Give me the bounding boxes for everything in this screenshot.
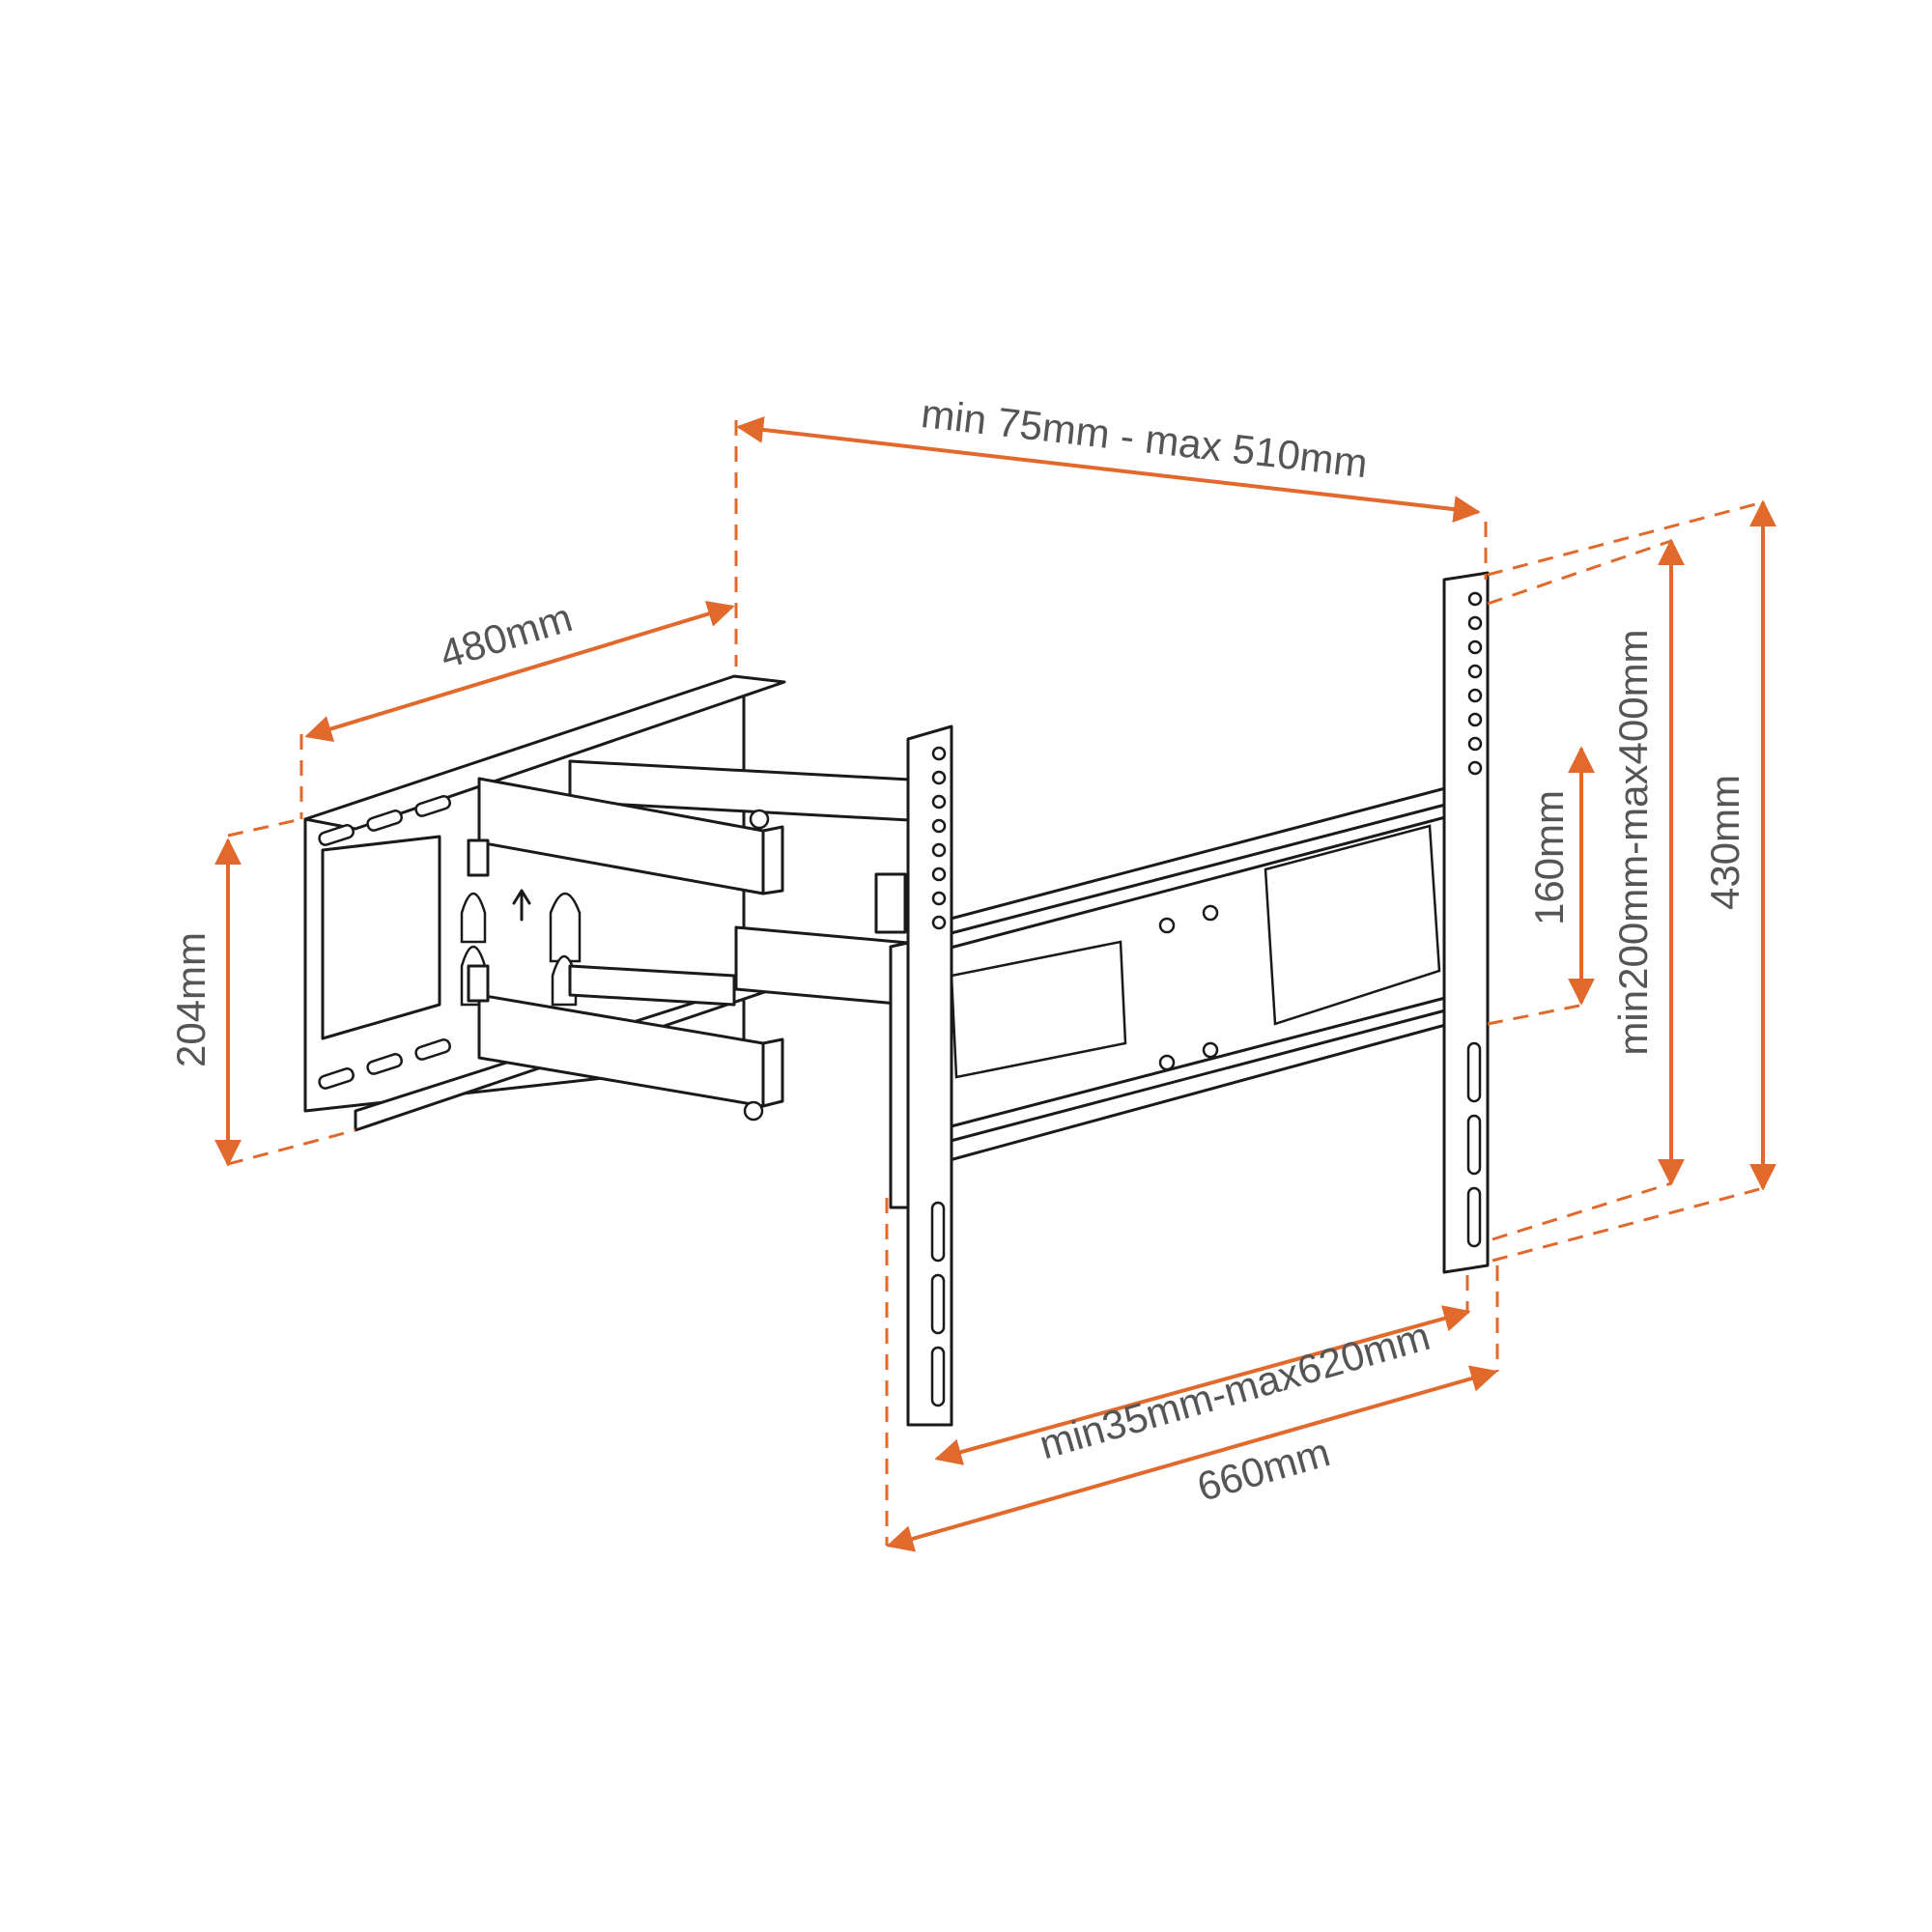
label-arm-length: 480mm bbox=[435, 594, 578, 677]
up-arrow-icon bbox=[512, 889, 531, 922]
dimension-lines bbox=[214, 415, 1776, 1552]
label-wall-plate-height: 204mm bbox=[168, 932, 213, 1067]
wall-plate-cutout bbox=[321, 835, 441, 1040]
right-strap-holes bbox=[1466, 591, 1483, 1248]
label-vesa-range: min200mm-max400mm bbox=[1610, 629, 1656, 1055]
label-total-height: 430mm bbox=[1702, 775, 1747, 910]
tv-bracket bbox=[889, 571, 1490, 1427]
articulating-arms bbox=[467, 759, 929, 1122]
label-total-width: 660mm bbox=[1192, 1429, 1335, 1510]
label-vesa-small: 160mm bbox=[1526, 790, 1572, 925]
label-extension-range: min35mm-max620mm bbox=[1035, 1313, 1435, 1467]
